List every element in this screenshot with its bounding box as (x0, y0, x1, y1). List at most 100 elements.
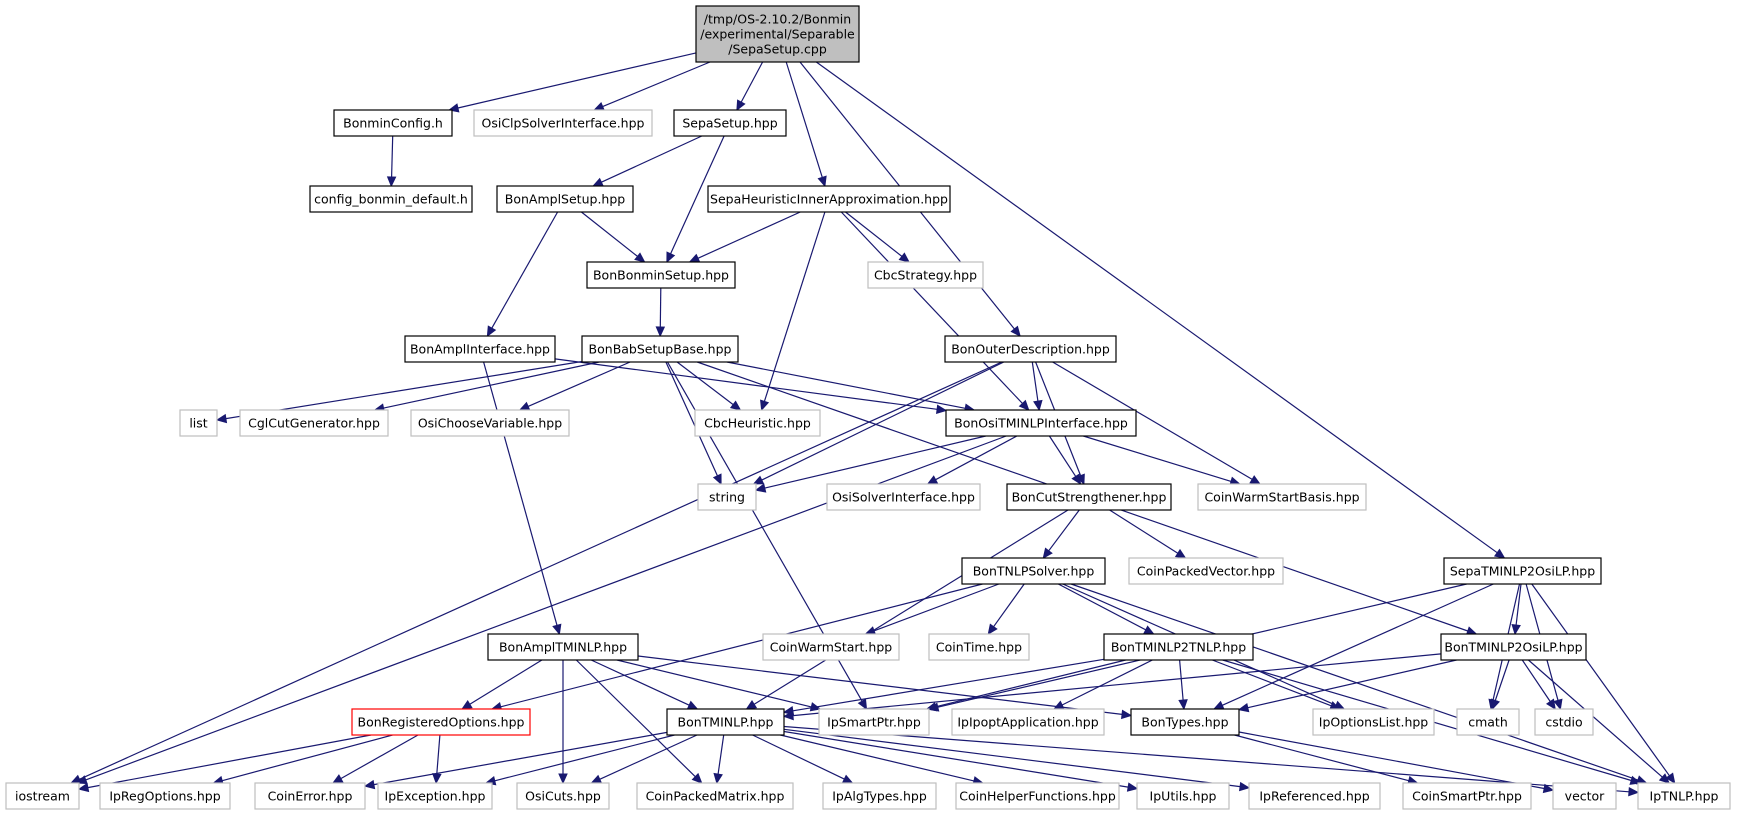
edge-line (87, 734, 372, 789)
node-cbcstrategy[interactable]: CbcStrategy.hpp (867, 261, 984, 289)
node-label: CoinHelperFunctions.hpp (959, 789, 1116, 804)
node-ipreferenced[interactable]: IpReferenced.hpp (1248, 782, 1381, 810)
node-ipexception[interactable]: IpException.hpp (377, 782, 493, 810)
arrowhead-icon (691, 772, 703, 784)
edge-line (1058, 583, 1146, 631)
node-list[interactable]: list (179, 409, 218, 437)
arrowhead-icon (729, 400, 742, 411)
node-sepatminlp2osilp[interactable]: SepaTMINLP2OsiLP.hpp (1443, 557, 1602, 585)
node-cglcut[interactable]: CglCutGenerator.hpp (239, 409, 389, 437)
arrowhead-icon (363, 779, 376, 790)
node-coinpackedmat[interactable]: CoinPackedMatrix.hpp (636, 782, 794, 810)
edge-line (637, 655, 1123, 715)
node-box (1197, 483, 1367, 511)
edge-line (717, 734, 725, 775)
node-cbcheuristic[interactable]: CbcHeuristic.hpp (694, 409, 821, 437)
dependency-edge-root-to-osiclp (593, 61, 711, 111)
node-coinhelper[interactable]: CoinHelperFunctions.hpp (955, 782, 1120, 810)
node-amplsetup[interactable]: BonAmplSetup.hpp (496, 185, 634, 213)
node-babsetupbase[interactable]: BonBabSetupBase.hpp (581, 335, 739, 363)
node-iptnlp[interactable]: IpTNLP.hpp (1637, 782, 1731, 810)
node-string[interactable]: string (697, 483, 757, 511)
node-iputils[interactable]: IpUtils.hpp (1136, 782, 1230, 810)
arrowhead-icon (1237, 702, 1250, 713)
dependency-edge-tminlp2tnlp-to-optlist (1212, 659, 1341, 711)
node-tminlp2tnlp[interactable]: BonTMINLP2TNLP.hpp (1103, 633, 1254, 661)
arrowhead-icon (1249, 475, 1261, 485)
node-amplinterface[interactable]: BonAmplInterface.hpp (404, 335, 556, 363)
node-ositminlp[interactable]: BonOsiTMINLPInterface.hpp (945, 409, 1137, 437)
node-coinwarmbasis[interactable]: CoinWarmStartBasis.hpp (1197, 483, 1367, 511)
node-smartptr[interactable]: IpSmartPtr.hpp (818, 708, 930, 736)
dependency-edge-sepasetup-to-bonminsetup (666, 135, 725, 264)
node-configdefault[interactable]: config_bonmin_default.h (309, 185, 473, 213)
edge-line (1531, 583, 1670, 777)
node-bonminsetup[interactable]: BonBonminSetup.hpp (586, 261, 736, 289)
edge-line (436, 734, 441, 775)
dependency-edge-tminlp-to-coinpackedmat (713, 734, 725, 785)
edges-layer (70, 52, 1676, 797)
dependency-edge-amplsetup-to-bonminsetup (581, 211, 646, 263)
dependency-edge-tminlp2osilp-to-tminlp (782, 653, 1442, 721)
node-outerdesc[interactable]: BonOuterDescription.hpp (944, 335, 1117, 363)
node-bontypes[interactable]: BonTypes.hpp (1130, 708, 1240, 736)
dependency-edge-ositminlp-to-string (754, 435, 986, 493)
node-cstdio[interactable]: cstdio (1534, 708, 1594, 736)
node-sepasetup[interactable]: SepaSetup.hpp (673, 109, 787, 137)
node-bonminconfig[interactable]: BonminConfig.h (333, 109, 453, 137)
node-box (1130, 708, 1240, 736)
node-box (1637, 782, 1731, 810)
node-osisolver[interactable]: OsiSolverInterface.hpp (826, 483, 981, 511)
node-cutstr[interactable]: BonCutStrengthener.hpp (1006, 483, 1172, 511)
node-cmath[interactable]: cmath (1456, 708, 1520, 736)
arrowhead-icon (518, 401, 531, 411)
edge-line (469, 659, 543, 705)
node-tminlp2osilp[interactable]: BonTMINLP2OsiLP.hpp (1440, 633, 1587, 661)
dependency-edge-tnlpsolver-to-tminlp2tnlp (1058, 583, 1155, 635)
node-box (695, 5, 860, 63)
node-ipalgtypes[interactable]: IpAlgTypes.hpp (822, 782, 937, 810)
dependency-edge-tnlpsolver-to-cointime (987, 583, 1025, 636)
node-label: IpOptionsList.hpp (1319, 715, 1429, 730)
dependency-edge-regopts-to-ipexception (432, 734, 442, 785)
node-iostream[interactable]: iostream (5, 782, 80, 810)
arrowhead-icon (817, 175, 827, 188)
node-vector[interactable]: vector (1552, 782, 1617, 810)
node-tminlp[interactable]: BonTMINLP.hpp (666, 708, 785, 736)
node-osicuts[interactable]: OsiCuts.hpp (516, 782, 610, 810)
node-osiclp[interactable]: OsiClpSolverInterface.hpp (473, 109, 653, 137)
arrowhead-icon (857, 698, 868, 711)
node-regopts[interactable]: BonRegisteredOptions.hpp (351, 708, 531, 736)
node-box (496, 185, 634, 213)
node-regoptions[interactable]: IpRegOptions.hpp (99, 782, 231, 810)
node-label: BonCutStrengthener.hpp (1012, 490, 1167, 505)
node-tnlpsolver[interactable]: BonTNLPSolver.hpp (961, 557, 1106, 585)
node-box (487, 633, 639, 661)
dependency-edge-bontypes-to-vector (1238, 731, 1555, 794)
node-cointime[interactable]: CoinTime.hpp (928, 633, 1030, 661)
node-label: BonOsiTMINLPInterface.hpp (954, 416, 1128, 431)
node-coinsmartptr[interactable]: CoinSmartPtr.hpp (1402, 782, 1532, 810)
node-coinerror[interactable]: CoinError.hpp (254, 782, 366, 810)
node-label: IpSmartPtr.hpp (827, 715, 921, 730)
edge-line (602, 61, 711, 108)
node-ipoptapp[interactable]: IpIpoptApplication.hpp (951, 708, 1105, 736)
node-box (666, 708, 785, 736)
node-label: CoinPackedVector.hpp (1137, 564, 1275, 579)
node-sepaheur[interactable]: SepaHeuristicInnerApproximation.hpp (707, 185, 951, 213)
edge-line (1061, 659, 1153, 706)
arrowhead-icon (1511, 624, 1521, 636)
node-box (333, 109, 453, 137)
node-osichoose[interactable]: OsiChooseVariable.hpp (410, 409, 570, 437)
node-optlist[interactable]: IpOptionsList.hpp (1312, 708, 1435, 736)
arrowhead-icon (686, 700, 699, 710)
node-box (1103, 633, 1254, 661)
dependency-edge-tminlp2tnlp-to-ipoptapp (1052, 659, 1153, 710)
node-coinpackedvec[interactable]: CoinPackedVector.hpp (1128, 557, 1284, 585)
node-label: BonBonminSetup.hpp (593, 268, 729, 283)
arrowhead-icon (1143, 625, 1155, 635)
node-coinwarmstart[interactable]: CoinWarmStart.hpp (762, 633, 900, 661)
arrowhead-icon (1121, 709, 1133, 720)
node-ampltminlp[interactable]: BonAmplTMINLP.hpp (487, 633, 639, 661)
node-box (1248, 782, 1381, 810)
